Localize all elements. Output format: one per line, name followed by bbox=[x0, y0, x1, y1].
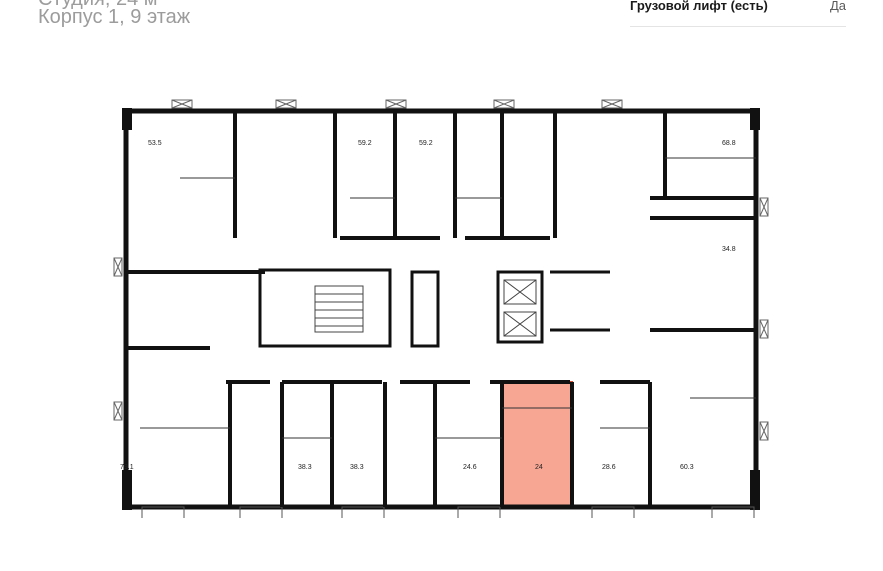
apartment-area-label[interactable]: 24.6 bbox=[463, 464, 477, 471]
floor-plan: 53.5 59.2 59.2 68.8 34.8 79.1 38.3 38.3 … bbox=[110, 98, 770, 518]
apartment-area-label[interactable]: 60.3 bbox=[680, 464, 694, 471]
selected-apartment-highlight[interactable] bbox=[501, 381, 573, 509]
apartment-area-label[interactable]: 79.1 bbox=[120, 464, 134, 471]
apartment-area-label[interactable]: 38.3 bbox=[350, 464, 364, 471]
apartment-area-label[interactable]: 59.2 bbox=[419, 140, 433, 147]
floor-plan-drawing: 53.5 59.2 59.2 68.8 34.8 79.1 38.3 38.3 … bbox=[113, 99, 769, 518]
apartment-area-label-selected[interactable]: 24 bbox=[535, 464, 543, 471]
feature-label: Грузовой лифт (есть) bbox=[630, 0, 768, 13]
apartment-area-label[interactable]: 28.6 bbox=[602, 464, 616, 471]
feature-row-freight-elevator: Грузовой лифт (есть) Да bbox=[630, 0, 846, 27]
apartment-area-label[interactable]: 68.8 bbox=[722, 140, 736, 147]
elevator-icons bbox=[503, 279, 537, 337]
stairs-icon bbox=[314, 285, 364, 333]
balconies-bottom bbox=[141, 506, 755, 518]
apartment-area-label[interactable]: 34.8 bbox=[722, 246, 736, 253]
feature-value: Да bbox=[829, 0, 846, 13]
outer-walls bbox=[123, 108, 759, 510]
apartment-area-label[interactable]: 59.2 bbox=[358, 140, 372, 147]
building-floor-subtitle: Корпус 1, 9 этаж bbox=[38, 6, 191, 28]
apartment-area-label[interactable]: 53.5 bbox=[148, 140, 162, 147]
page-title: Студия, 24 м² bbox=[38, 0, 164, 11]
thin-partitions bbox=[140, 157, 756, 439]
windows-sides bbox=[113, 197, 769, 441]
apartment-area-label[interactable]: 38.3 bbox=[298, 464, 312, 471]
corner-blocks bbox=[122, 108, 760, 510]
building-core bbox=[258, 268, 610, 348]
interior-walls bbox=[126, 111, 756, 507]
windows-top bbox=[171, 99, 623, 109]
